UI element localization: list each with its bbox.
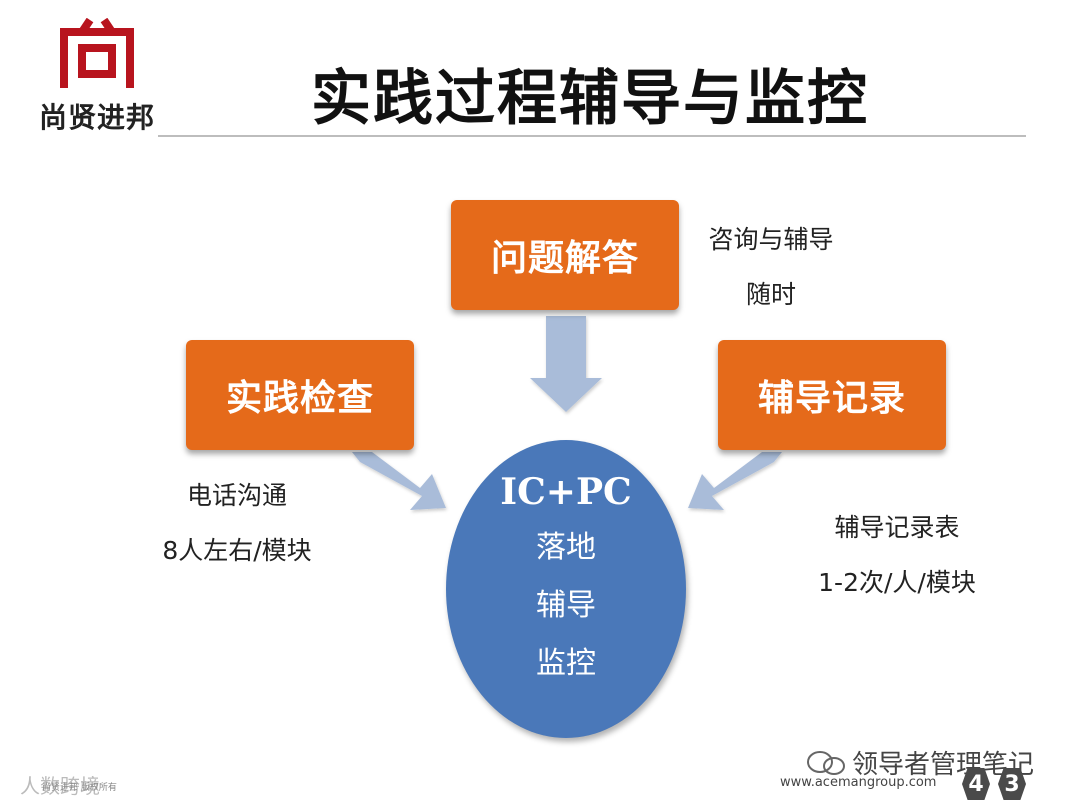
note-right-line-1: 辅导记录表 (834, 513, 960, 542)
arrow-down (530, 316, 602, 412)
logo-mark-icon (60, 18, 134, 88)
center-ellipse-text: IC+PC 落地 辅导 监控 (446, 465, 686, 693)
note-top-line-1: 咨询与辅导 (708, 225, 834, 254)
center-ellipse (446, 440, 686, 738)
note-right-line-2: 1-2次/人/模块 (818, 568, 976, 597)
note-top: 咨询与辅导 随时 (686, 212, 856, 322)
note-top-line-2: 随时 (745, 280, 796, 309)
arrow-right-diagonal (688, 452, 782, 510)
page-digit-2: 3 (998, 768, 1026, 800)
note-right: 辅导记录表 1-2次/人/模块 (792, 500, 1002, 610)
center-line-2: 辅导 (536, 588, 596, 623)
page-digit-1: 4 (962, 768, 990, 800)
box-question-answer: 问题解答 (451, 200, 679, 310)
footer-watermark: 人数跨境 (20, 774, 100, 798)
box-practice-check: 实践检查 (186, 340, 414, 450)
logo: 尚贤进邦 (22, 18, 172, 134)
page-title: 实践过程辅导与监控 (311, 64, 869, 134)
note-left-line-1: 电话沟通 (186, 481, 287, 510)
footer-copyright: 尚贤进邦 版权所有 (42, 783, 117, 793)
box-coaching-record: 辅导记录 (718, 340, 946, 450)
logo-text: 尚贤进邦 (38, 101, 155, 134)
note-left: 电话沟通 8人左右/模块 (122, 468, 352, 578)
title-divider (158, 135, 1026, 137)
center-head: IC+PC (500, 471, 632, 513)
center-line-3: 监控 (536, 646, 596, 681)
arrow-left-diagonal (352, 452, 446, 510)
center-line-1: 落地 (536, 530, 596, 565)
wechat-icon (807, 751, 845, 775)
note-left-line-2: 8人左右/模块 (162, 536, 312, 565)
footer-url: www.acemangroup.com (780, 775, 937, 790)
